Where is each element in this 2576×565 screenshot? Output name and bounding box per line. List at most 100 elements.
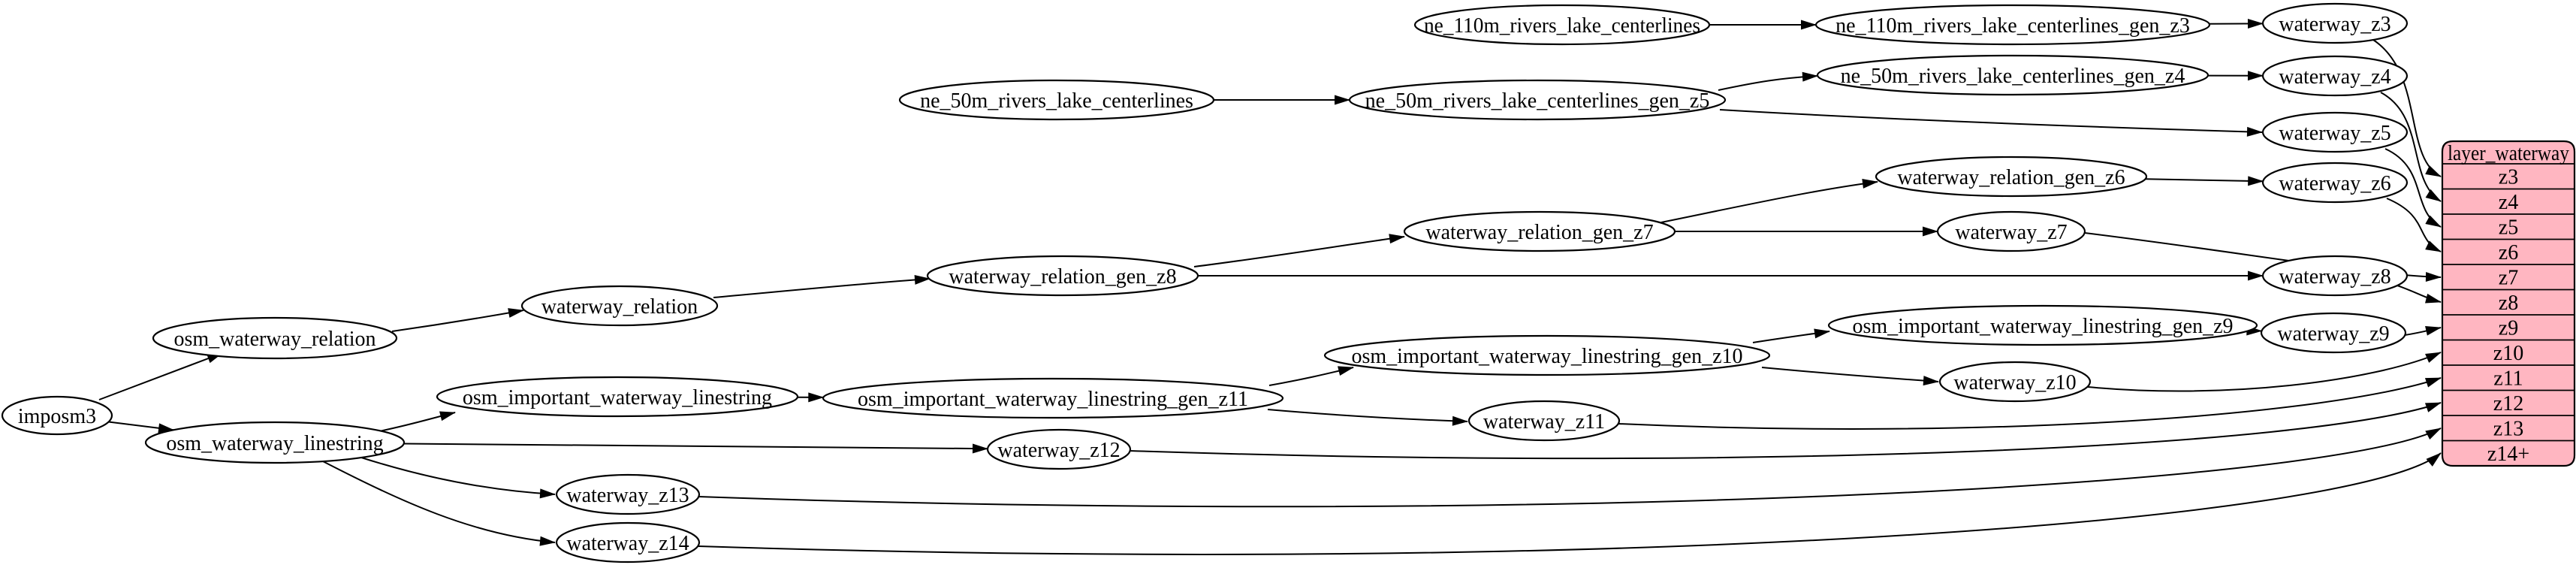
node-label-waterway_z3: waterway_z3	[2279, 13, 2390, 36]
edge-waterway_z12--z12	[1129, 402, 2442, 460]
record-row-z5: z5	[2499, 216, 2518, 240]
node-shape-waterway_z11	[1467, 400, 1621, 442]
record-body	[2441, 140, 2576, 467]
node-waterway_z10: waterway_z10	[1938, 361, 2092, 403]
node-label-waterway_z14: waterway_z14	[566, 532, 689, 555]
node-osm_waterway_linestring: osm_waterway_linestring	[144, 421, 406, 464]
edge-waterway_relation_gen_z8--waterway_relation_gen_z7	[1193, 234, 1405, 267]
node-shape-waterway_z9	[2260, 312, 2407, 354]
node-shape-waterway_z3	[2261, 2, 2409, 44]
node-shape-waterway_relation_gen_z7	[1403, 210, 1676, 252]
node-label-waterway_z10: waterway_z10	[1953, 371, 2076, 394]
record-row-z4: z4	[2499, 191, 2518, 214]
node-label-waterway_z6: waterway_z6	[2279, 172, 2390, 195]
record-row-z3: z3	[2499, 166, 2518, 189]
node-label-waterway_relation: waterway_relation	[541, 295, 698, 319]
node-shape-ne_50m_rivers_lake_centerlines_gen_z4	[1816, 54, 2210, 96]
node-ne_50m_rivers_lake_centerlines: ne_50m_rivers_lake_centerlines	[898, 79, 1215, 121]
nodes: imposm3 osm_waterway_relation osm_waterway…	[1, 2, 2409, 563]
node-label-waterway_relation_gen_z6: waterway_relation_gen_z6	[1897, 166, 2125, 189]
edge-waterway_z9--z9	[2404, 325, 2442, 336]
record-row-z11: z11	[2493, 367, 2523, 391]
node-shape-waterway_relation_gen_z8	[926, 255, 1199, 297]
node-shape-waterway_z12	[986, 428, 1132, 470]
node-waterway_z5: waterway_z5	[2261, 111, 2409, 153]
node-waterway_z4: waterway_z4	[2261, 55, 2409, 97]
node-shape-ne_110m_rivers_lake_centerlines_gen_z3	[1814, 4, 2211, 46]
node-shape-waterway_z4	[2261, 55, 2409, 97]
node-label-osm_important_waterway_linestring_gen_z9: osm_important_waterway_linestring_gen_z9	[1853, 315, 2234, 338]
node-osm_important_waterway_linestring: osm_important_waterway_linestring	[436, 376, 799, 418]
edges	[98, 19, 2442, 555]
edge-waterway_z10--z10	[2087, 352, 2442, 392]
record-row-z13: z13	[2493, 418, 2523, 441]
record-title: layer_waterway	[2448, 142, 2569, 165]
node-label-ne_50m_rivers_lake_centerlines_gen_z4: ne_50m_rivers_lake_centerlines_gen_z4	[1841, 65, 2185, 88]
node-waterway_relation_gen_z6: waterway_relation_gen_z6	[1875, 156, 2148, 198]
node-shape-osm_important_waterway_linestring_gen_z9	[1827, 304, 2258, 346]
edge-osm_important_waterway_linestring_gen_z11--osm_important_waterway_linestring_gen_z10	[1268, 366, 1354, 386]
node-label-osm_waterway_linestring: osm_waterway_linestring	[166, 432, 383, 455]
edge-waterway_z5--z5	[2384, 148, 2442, 228]
node-waterway_z7: waterway_z7	[1936, 210, 2086, 252]
node-osm_waterway_relation: osm_waterway_relation	[152, 316, 398, 360]
node-label-ne_110m_rivers_lake_centerlines_gen_z3: ne_110m_rivers_lake_centerlines_gen_z3	[1835, 14, 2190, 38]
edge-osm_waterway_linestring--osm_important_waterway_linestring	[379, 411, 456, 432]
record-row-z7: z7	[2499, 267, 2518, 290]
node-waterway_relation_gen_z7: waterway_relation_gen_z7	[1403, 210, 1676, 252]
node-label-waterway_z12: waterway_z12	[997, 439, 1120, 462]
node-waterway_z13: waterway_z13	[555, 473, 701, 515]
node-label-osm_important_waterway_linestring: osm_important_waterway_linestring	[463, 386, 772, 409]
node-label-waterway_z4: waterway_z4	[2279, 65, 2390, 89]
node-waterway_z8: waterway_z8	[2261, 255, 2409, 297]
edge-waterway_z11--z11	[1618, 377, 2442, 430]
node-ne_50m_rivers_lake_centerlines_gen_z4: ne_50m_rivers_lake_centerlines_gen_z4	[1816, 54, 2210, 96]
node-shape-osm_important_waterway_linestring_gen_z10	[1323, 334, 1771, 376]
edge-imposm3--osm_waterway_linestring	[108, 421, 175, 434]
node-label-waterway_z9: waterway_z9	[2277, 322, 2389, 346]
edge-osm_important_waterway_linestring_gen_z11--waterway_z11	[1267, 409, 1468, 426]
node-shape-waterway_relation_gen_z6	[1875, 156, 2148, 198]
node-label-waterway_z5: waterway_z5	[2279, 122, 2390, 145]
node-label-osm_important_waterway_linestring_gen_z10: osm_important_waterway_linestring_gen_z1…	[1352, 345, 1743, 368]
node-label-waterway_z11: waterway_z11	[1483, 410, 1605, 434]
node-shape-waterway_z7	[1936, 210, 2086, 252]
node-waterway_relation: waterway_relation	[520, 285, 719, 327]
node-shape-ne_50m_rivers_lake_centerlines	[898, 79, 1215, 121]
record-row-z10: z10	[2493, 342, 2523, 365]
node-shape-imposm3	[1, 395, 113, 436]
node-label-waterway_z13: waterway_z13	[566, 484, 689, 507]
edge-waterway_z3--z3	[2372, 39, 2442, 177]
node-waterway_z3: waterway_z3	[2261, 2, 2409, 44]
node-label-waterway_relation_gen_z7: waterway_relation_gen_z7	[1425, 221, 1653, 244]
edge-waterway_relation_gen_z6--waterway_z6	[2145, 176, 2264, 186]
node-label-imposm3: imposm3	[18, 405, 96, 428]
node-waterway_z14: waterway_z14	[555, 521, 701, 563]
edge-osm_waterway_linestring--waterway_z13	[358, 456, 556, 499]
node-waterway_z11: waterway_z11	[1467, 400, 1621, 442]
edge-ne_50m_rivers_lake_centerlines_gen_z5--ne_50m_rivers_lake_centerlines_gen_z4	[1718, 71, 1818, 91]
edge-waterway_z6--z6	[2386, 198, 2442, 252]
record-row-z6: z6	[2499, 241, 2518, 264]
node-ne_50m_rivers_lake_centerlines_gen_z5: ne_50m_rivers_lake_centerlines_gen_z5	[1348, 79, 1727, 121]
node-waterway_relation_gen_z8: waterway_relation_gen_z8	[926, 255, 1199, 297]
node-shape-waterway_z6	[2261, 162, 2409, 204]
node-ne_110m_rivers_lake_centerlines_gen_z3: ne_110m_rivers_lake_centerlines_gen_z3	[1814, 4, 2211, 46]
edge-waterway_z4--z4	[2380, 92, 2442, 202]
node-ne_110m_rivers_lake_centerlines: ne_110m_rivers_lake_centerlines	[1413, 4, 1711, 46]
node-shape-osm_waterway_linestring	[144, 421, 406, 464]
edge-waterway_z14--z14+	[698, 452, 2442, 555]
node-shape-waterway_relation	[520, 285, 719, 327]
node-shape-osm_important_waterway_linestring_gen_z11	[822, 377, 1284, 419]
node-shape-waterway_z14	[555, 521, 701, 563]
edge-osm_important_waterway_linestring_gen_z10--waterway_z10	[1761, 367, 1939, 386]
node-imposm3: imposm3	[1, 395, 113, 436]
record-row-z14+: z14+	[2487, 443, 2529, 466]
node-shape-waterway_z8	[2261, 255, 2409, 297]
record-row-z8: z8	[2499, 292, 2518, 315]
record-row-z9: z9	[2499, 317, 2518, 340]
node-waterway_z6: waterway_z6	[2261, 162, 2409, 204]
edge-osm_waterway_linestring--waterway_z14	[321, 460, 556, 546]
